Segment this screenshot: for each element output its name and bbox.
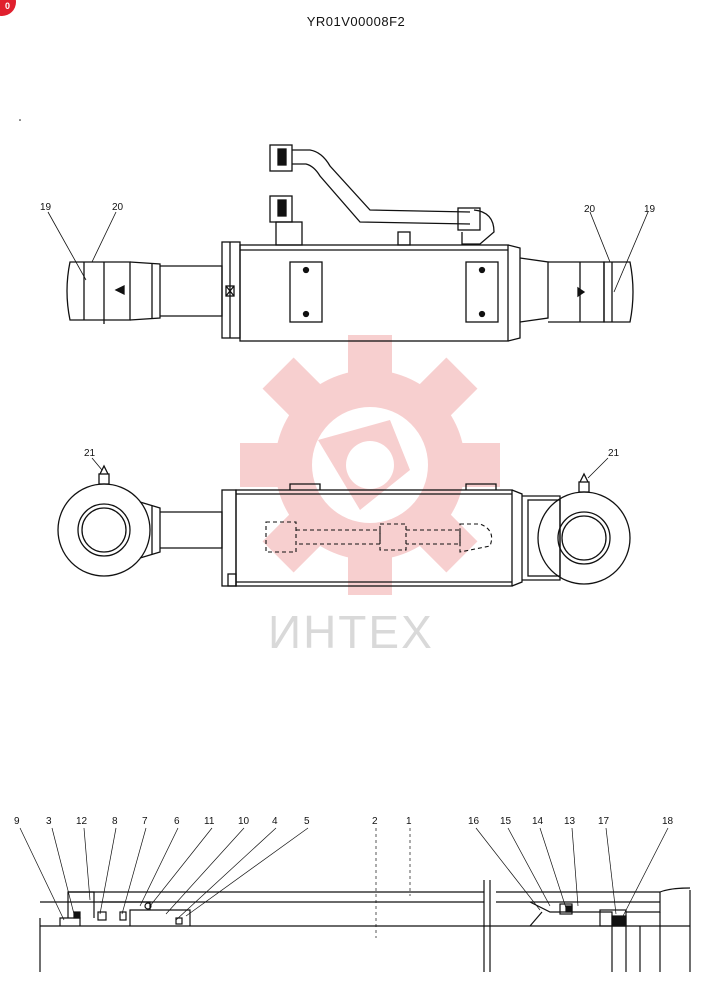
top-callouts [47, 211, 649, 293]
callout-3: 3 [46, 816, 52, 827]
callout-8: 8 [112, 816, 118, 827]
speck [19, 119, 21, 121]
section-callouts: 9 3 12 8 7 6 11 10 4 5 2 1 16 15 14 13 1… [14, 816, 674, 827]
callout-2: 2 [372, 816, 378, 827]
callout-17: 17 [598, 816, 610, 827]
callout-top-right-20: 20 [584, 204, 596, 215]
hidden-tube [265, 521, 493, 553]
callout-4: 4 [272, 816, 278, 827]
callout-14: 14 [532, 816, 544, 827]
callout-7: 7 [142, 816, 148, 827]
page-badge-label: 0 [4, 1, 10, 11]
callout-16: 16 [468, 816, 480, 827]
watermark-gear-icon [240, 335, 500, 595]
callout-top-right-19: 19 [644, 204, 656, 215]
callout-1: 1 [406, 816, 412, 827]
document-code: YR01V00008F2 [306, 14, 406, 29]
callout-top-left-19: 19 [40, 202, 52, 213]
callout-top-left-20: 20 [112, 202, 124, 213]
section-leaders [19, 827, 669, 938]
callout-5: 5 [304, 816, 310, 827]
watermark-text: ИНТЕХ [268, 606, 434, 658]
cylinder-section-view [39, 880, 691, 972]
callout-9: 9 [14, 816, 20, 827]
cylinder-side-view [57, 464, 631, 587]
callout-10: 10 [238, 816, 250, 827]
callout-13: 13 [564, 816, 576, 827]
callout-6: 6 [174, 816, 180, 827]
callout-12: 12 [76, 816, 88, 827]
callout-18: 18 [662, 816, 674, 827]
callout-15: 15 [500, 816, 512, 827]
cylinder-top-view [66, 144, 634, 342]
callout-11: 11 [204, 816, 215, 827]
side-callouts [91, 457, 609, 479]
callout-mid-right-21: 21 [608, 448, 620, 459]
callout-mid-left-21: 21 [84, 448, 96, 459]
